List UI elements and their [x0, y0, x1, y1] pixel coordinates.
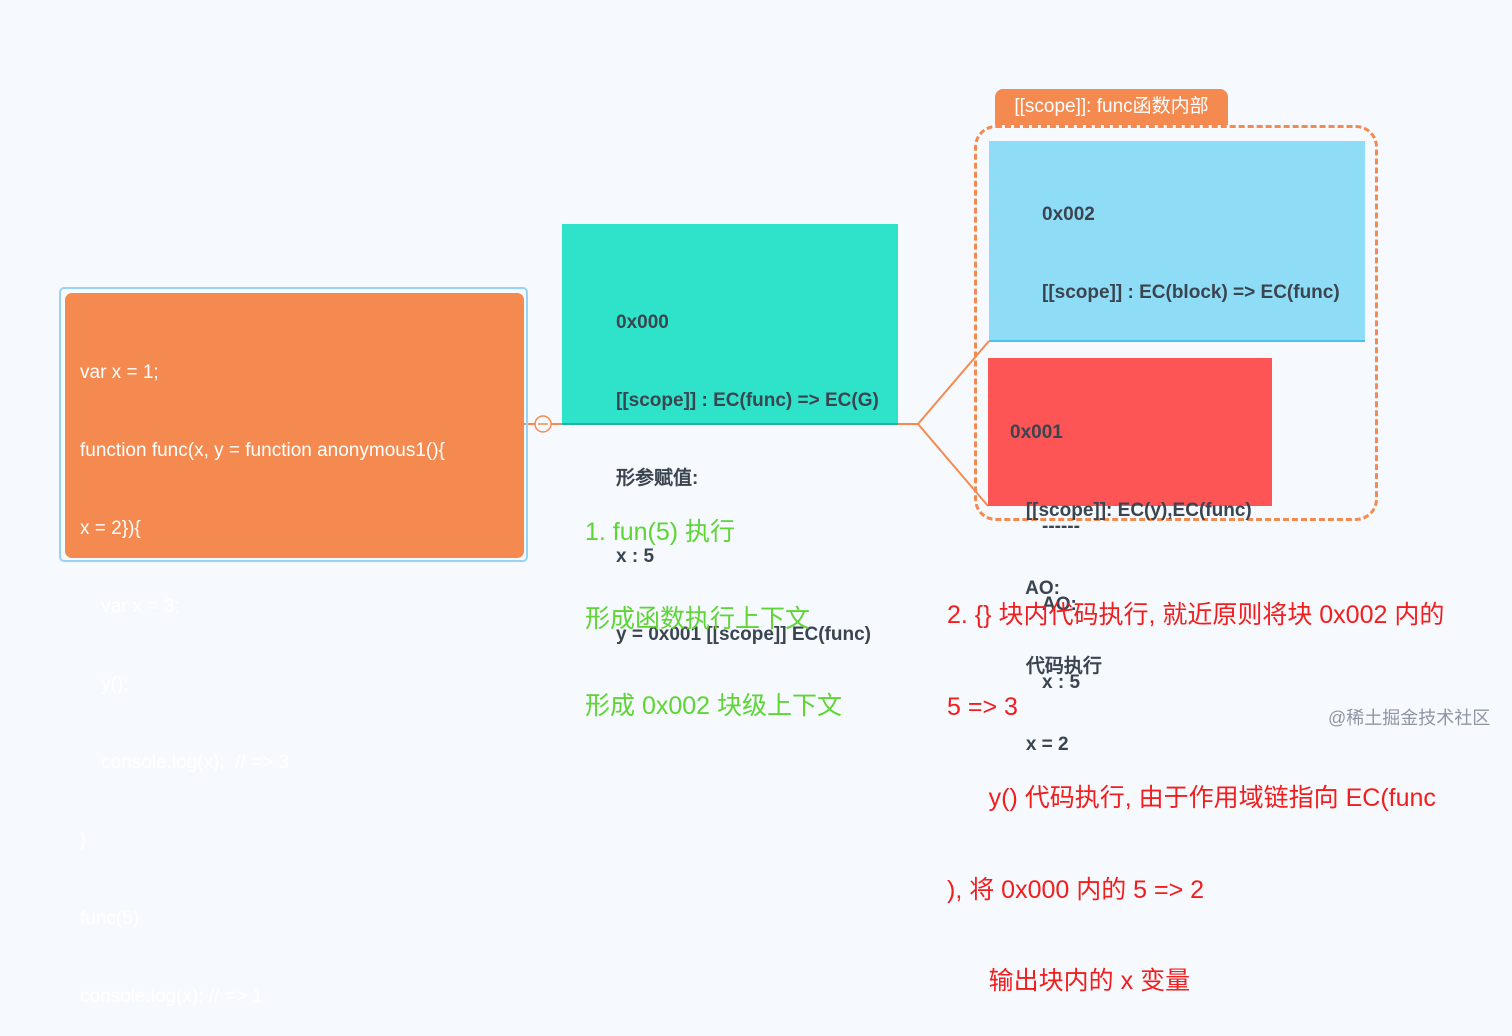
code-line: x = 2}){ — [80, 518, 141, 539]
ec-block-line: AO: — [1042, 594, 1077, 615]
note-line: 输出块内的 x 变量 — [947, 967, 1191, 995]
note-line: 2. {} 块内代码执行, 就近原则将块 0x002 内的 — [947, 601, 1445, 629]
ec-y-node-text: 0x001 [[scope]]: EC(y),EC(func) AO: 代码执行… — [1010, 368, 1252, 784]
note-step-1: 1. fun(5) 执行 形成函数执行上下文 形成 0x002 块级上下文 — [585, 460, 842, 750]
code-line: console.log(x); // => 1 — [80, 986, 263, 1007]
note-line: ), 将 0x000 内的 5 => 2 — [947, 875, 1205, 904]
ec-y-line: 代码执行 — [1010, 656, 1102, 677]
ec-block-line: ------ — [1042, 516, 1080, 537]
ec-y-line: 0x001 — [1010, 422, 1063, 443]
note-line: 形成函数执行上下文 — [585, 605, 811, 633]
connector-branch-to-block — [917, 340, 990, 425]
ec-func-line: 形参赋值: — [616, 468, 699, 489]
watermark: @稀土掘金技术社区 — [1328, 708, 1491, 728]
ec-func-line: [[scope]] : EC(func) => EC(G) — [616, 390, 879, 411]
code-node-text: var x = 1; function func(x, y = function… — [80, 308, 445, 1036]
ec-func-line: 0x000 — [616, 312, 669, 333]
note-line: 5 => 3 — [947, 692, 1018, 721]
code-line: function func(x, y = function anonymous1… — [80, 440, 445, 461]
ec-block-line: [[scope]] : EC(block) => EC(func) — [1042, 282, 1340, 303]
ec-y-line: x = 2 — [1010, 734, 1069, 755]
ec-block-line: 0x002 — [1042, 204, 1095, 225]
note-step-2: 2. {} 块内代码执行, 就近原则将块 0x002 内的 5 => 3 y()… — [947, 539, 1444, 1027]
ec-block-node[interactable] — [989, 141, 1365, 341]
ec-func-node-underline — [562, 423, 898, 425]
boundary-label[interactable]: [[scope]]: func函数内部 — [995, 89, 1228, 125]
ec-y-node[interactable] — [988, 358, 1272, 506]
code-line: var x = 1; — [80, 362, 159, 383]
code-line: func(5) — [80, 908, 140, 929]
note-line: 形成 0x002 块级上下文 — [585, 692, 843, 720]
ec-y-line: AO: — [1010, 578, 1060, 599]
code-node[interactable] — [65, 293, 524, 558]
ec-y-line: [[scope]]: EC(y),EC(func) — [1010, 500, 1252, 521]
code-line: console.log(x); // => 3 — [80, 752, 290, 773]
boundary-box — [974, 125, 1378, 521]
note-line: y() 代码执行, 由于作用域链指向 EC(func — [947, 784, 1436, 812]
code-line: var x = 3; — [80, 596, 180, 617]
ec-func-node[interactable] — [562, 224, 898, 424]
ec-block-line: x : 5 — [1042, 672, 1081, 693]
ec-block-node-underline — [989, 340, 1365, 342]
note-line: 1. fun(5) 执行 — [585, 518, 736, 546]
ec-func-node-text: 0x000 [[scope]] : EC(func) => EC(G) 形参赋值… — [616, 258, 879, 674]
ec-func-line: y = 0x001 [[scope]] EC(func) — [616, 624, 871, 645]
code-line: } — [80, 830, 87, 851]
code-node-selection-frame — [59, 287, 528, 562]
ec-func-line: x : 5 — [616, 546, 655, 567]
code-line: y(); — [80, 674, 129, 695]
